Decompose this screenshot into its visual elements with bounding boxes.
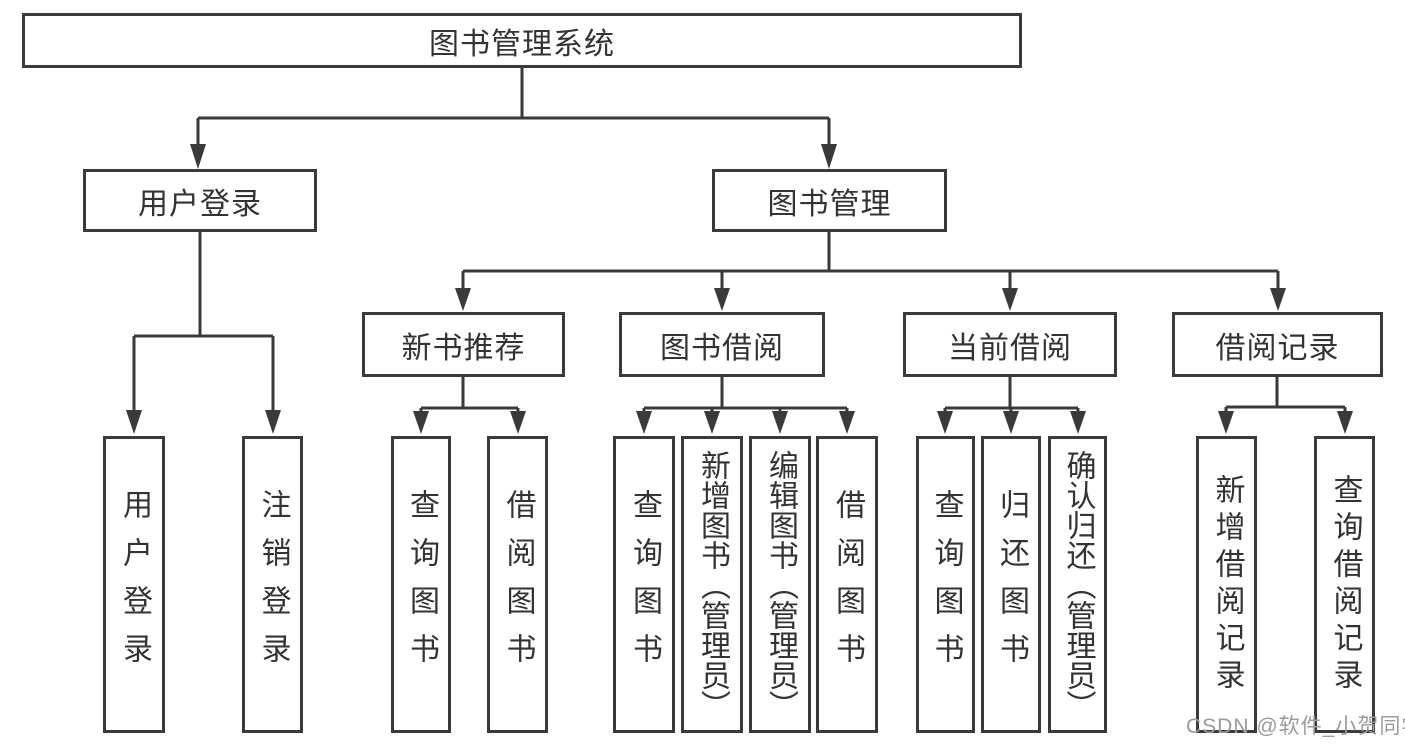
leaf-logout: 注销登录 [242, 436, 303, 733]
leaf-return-book: 归还图书 [981, 436, 1041, 733]
leaf-confirm-return-admin: 确认归还（管理员） [1048, 436, 1107, 733]
node-book-borrowing: 图书借阅 [619, 312, 825, 377]
leaf-label: 查询图书 [628, 488, 661, 681]
leaf-label: 借阅图书 [501, 488, 535, 681]
node-label: 用户登录 [138, 187, 262, 221]
node-current-borrowing: 当前借阅 [903, 312, 1117, 377]
leaf-borrow-books: 借阅图书 [816, 436, 878, 733]
leaf-user-login: 用户登录 [103, 436, 165, 733]
node-label: 图书借阅 [660, 331, 784, 365]
node-new-book-recommendation: 新书推荐 [362, 312, 565, 377]
leaf-label: 注销登录 [256, 488, 290, 681]
leaf-label: 查询图书 [405, 488, 438, 681]
node-borrowing-records: 借阅记录 [1172, 312, 1383, 377]
leaf-query-books-recommend: 查询图书 [391, 436, 451, 733]
node-label: 图书管理系统 [429, 27, 615, 61]
arrowheads [126, 144, 1353, 434]
node-label: 图书管理 [767, 187, 892, 221]
leaf-add-borrow-record: 新增借阅记录 [1196, 436, 1257, 733]
leaf-label: 用户登录 [118, 488, 151, 681]
node-library-management-system: 图书管理系统 [22, 13, 1022, 68]
node-label: 当前借阅 [948, 331, 1072, 365]
node-book-management: 图书管理 [712, 169, 947, 232]
node-label: 借阅记录 [1215, 331, 1340, 365]
leaf-label: 归还图书 [995, 488, 1028, 681]
leaf-query-books-borrowing: 查询图书 [613, 436, 675, 733]
watermark: CSDN @软件_小贺同学 [1186, 715, 1405, 738]
leaf-label: 新增借阅记录 [1210, 473, 1244, 696]
leaf-label: 新增图书（管理员） [696, 449, 729, 720]
leaf-label: 查询图书 [929, 488, 963, 681]
leaf-add-book-admin: 新增图书（管理员） [681, 436, 743, 733]
leaf-label: 借阅图书 [831, 488, 864, 681]
leaf-label: 查询借阅记录 [1328, 473, 1362, 696]
node-user-login: 用户登录 [83, 169, 317, 232]
leaf-query-books-current: 查询图书 [916, 436, 975, 733]
leaf-label: 确认归还（管理员） [1061, 449, 1095, 720]
leaf-borrow-books-recommend: 借阅图书 [487, 436, 548, 733]
leaf-edit-book-admin: 编辑图书（管理员） [749, 436, 811, 733]
leaf-label: 编辑图书（管理员） [764, 449, 797, 720]
node-label: 新书推荐 [401, 331, 526, 365]
leaf-query-borrow-record: 查询借阅记录 [1314, 436, 1375, 733]
